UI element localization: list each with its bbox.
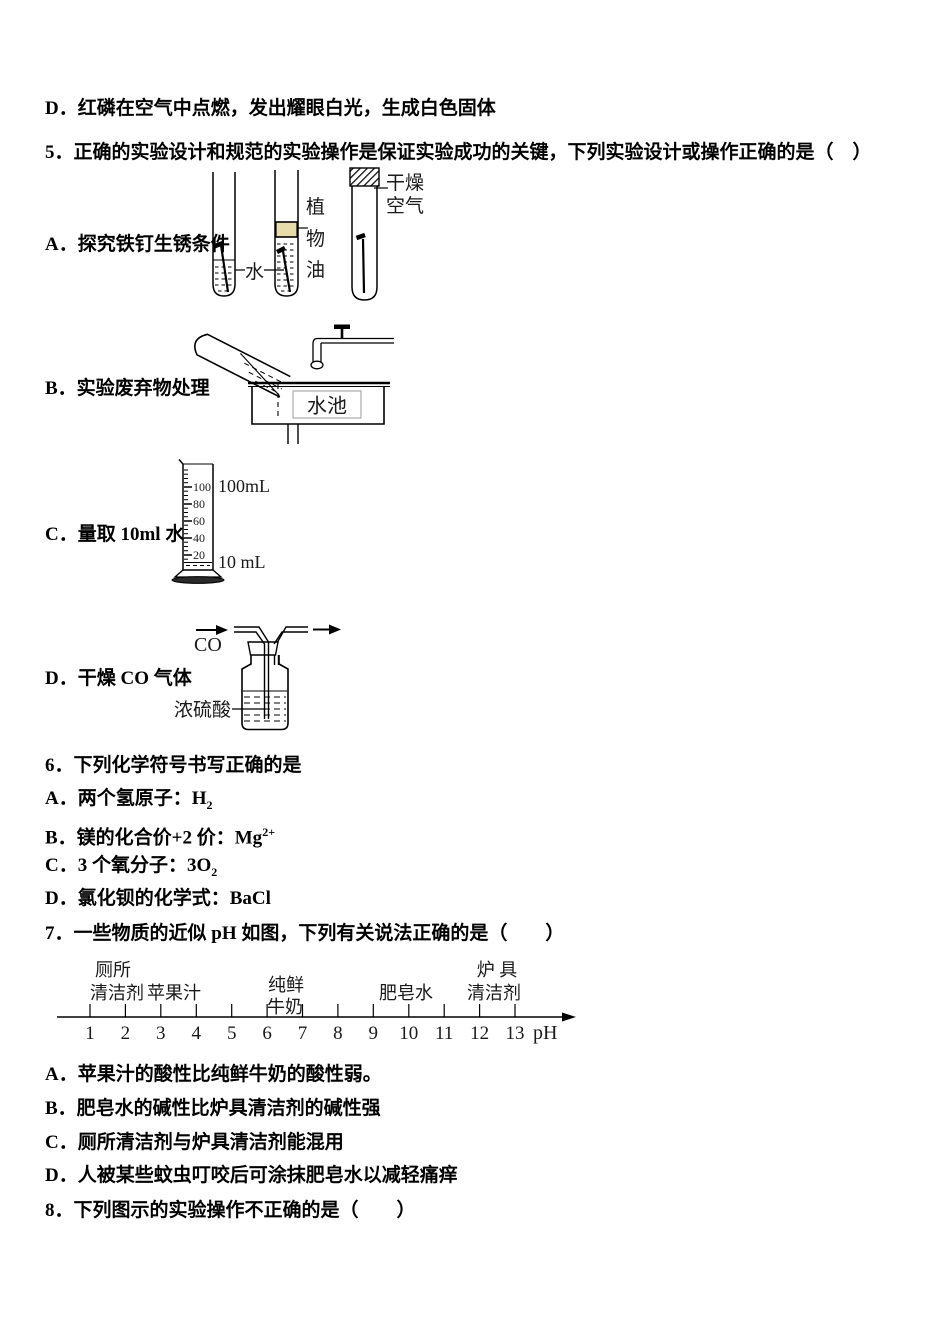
svg-text:10: 10 (399, 1023, 418, 1044)
q5-option-b-label: B．实验废弃物处理 (45, 378, 210, 399)
q8-stem: 8．下列图示的实验操作不正确的是（ ） (45, 1200, 416, 1221)
svg-text:8: 8 (333, 1023, 343, 1044)
dry-air-label-2: 空气 (386, 195, 424, 217)
volume-label: 10 mL (218, 552, 266, 572)
nail-icon (361, 238, 366, 294)
q6-option-c: C．3 个氧分子：3O2 (45, 853, 217, 885)
q7-option-c: C．厕所清洁剂与炉具清洁剂能混用 (45, 1132, 344, 1153)
q6-a-subscript: 2 (206, 797, 213, 812)
svg-text:2: 2 (121, 1023, 130, 1044)
rubber-stopper-icon (349, 167, 380, 187)
nail-head-icon (355, 232, 366, 241)
svg-text:11: 11 (435, 1023, 453, 1044)
q6-option-a: A．两个氢原子：H2 (45, 786, 213, 818)
q5-option-d-label: D．干燥 CO 气体 (45, 668, 192, 689)
pouring-test-tube-icon (194, 333, 291, 398)
svg-text:12: 12 (470, 1023, 489, 1044)
q7-option-d: D．人被某些蚊虫叮咬后可涂抹肥皂水以减轻痛痒 (45, 1165, 458, 1186)
q7-stem: 7．一些物质的近似 pH 如图，下列有关说法正确的是（ ） (45, 923, 565, 944)
svg-text:4: 4 (192, 1023, 202, 1044)
axis-arrow-icon (562, 1012, 576, 1022)
capacity-label: 100mL (218, 476, 270, 496)
q6-a-formula: H (191, 788, 207, 809)
test-tube-oil (274, 170, 299, 297)
tick-80: 80 (193, 497, 205, 511)
q6-option-d: D．氯化钡的化学式：BaCl (45, 886, 271, 912)
stove-cleaner-label-line2: 清洁剂 (467, 983, 521, 1003)
graduated-cylinder-diagram: 100 80 60 40 20 100mL 10 mL (171, 459, 270, 584)
tick-60: 60 (193, 514, 205, 528)
oil-label-2: 物 (306, 228, 325, 250)
test-tube-dry-air (349, 167, 380, 301)
faucet-icon (310, 324, 394, 370)
q7-option-a: A．苹果汁的酸性比纯鲜牛奶的酸性弱。 (45, 1064, 382, 1085)
nail-icon (219, 244, 230, 293)
oil-label-1: 植 (306, 196, 325, 218)
wash-bottle (241, 641, 289, 731)
toilet-cleaner-label-line1: 厕所 (95, 960, 131, 980)
nail-head-icon (275, 245, 287, 255)
svg-text:9: 9 (369, 1023, 379, 1044)
svg-text:5: 5 (227, 1023, 237, 1044)
bottle-stopper-icon (247, 641, 279, 656)
q6-c-text: C．3 个氧分子： (45, 855, 187, 876)
dry-air-label-1: 干燥 (386, 172, 424, 194)
minor-ticks (184, 469, 188, 560)
milk-label-line2: 牛奶 (267, 997, 303, 1017)
ph-substance-labels: 厕所 清洁剂 苹果汁 纯鲜 牛奶 肥皂水 炉 具 清洁剂 (90, 960, 521, 1017)
soapy-water-label: 肥皂水 (379, 983, 433, 1003)
tick-40: 40 (193, 531, 205, 545)
gas-out-arrow-icon (313, 624, 341, 635)
nail-icon (281, 250, 292, 293)
q6-d-text: D．氯化钡的化学式： (45, 888, 230, 909)
q6-c-formula: 3O (186, 855, 212, 876)
water-level (184, 562, 212, 566)
water-label: 水 (245, 261, 264, 283)
ph-tick-numbers: 1 2 3 4 5 6 7 8 9 10 11 12 13 pH (85, 1022, 557, 1044)
ph-scale-diagram: 1 2 3 4 5 6 7 8 9 10 11 12 13 pH 厕所 清洁剂 … (57, 960, 576, 1044)
q5-option-a-label: A．探究铁钉生锈条件 (45, 234, 230, 255)
nail-head-icon (213, 240, 224, 249)
q7-option-b: B．肥皂水的碱性比炉具清洁剂的碱性强 (45, 1098, 381, 1119)
acid-label: 浓硫酸 (174, 699, 231, 721)
q6-option-b: B．镁的化合价+2 价：Mg2+ (45, 819, 275, 851)
inlet-tube (234, 626, 270, 719)
test-tube-water (212, 172, 236, 297)
q4-option-d: D．红磷在空气中点燃，发出耀眼白光，生成白色固体 (45, 98, 496, 119)
cylinder-body (171, 459, 225, 584)
oil-label-3: 油 (306, 259, 325, 281)
apple-juice-label: 苹果汁 (147, 983, 201, 1003)
faucet-handle-icon (334, 324, 350, 329)
rust-experiment-diagram: 水 植 物 油 (212, 167, 424, 301)
stove-cleaner-label-line1: 炉 具 (477, 960, 518, 980)
q5-option-c-label: C．量取 10ml 水 (45, 524, 185, 545)
svg-text:7: 7 (298, 1023, 308, 1044)
major-ticks (184, 486, 192, 556)
q6-b-superscript: 2+ (262, 825, 276, 839)
sink-label-box (292, 390, 362, 419)
q6-a-text: A．两个氢原子： (45, 788, 192, 809)
gas-label: CO (194, 634, 222, 656)
q6-d-formula: BaCl (229, 888, 271, 909)
gas-in-arrow-icon (196, 625, 228, 635)
tick-100: 100 (193, 480, 211, 494)
tick-20: 20 (193, 548, 205, 562)
ph-tick-marks (89, 1004, 516, 1017)
q6-c-subscript: 2 (211, 864, 218, 879)
q6-b-text: B．镁的化合价+2 价： (45, 827, 235, 849)
q5-stem: 5．正确的实验设计和规范的实验操作是保证实验成功的关键，下列实验设计或操作正确的… (45, 142, 872, 163)
svg-text:6: 6 (262, 1023, 272, 1044)
q6-b-formula: Mg (234, 827, 263, 849)
ph-axis-label: pH (533, 1022, 557, 1044)
milk-label-line1: 纯鲜 (268, 975, 304, 995)
svg-text:13: 13 (506, 1023, 525, 1044)
q6-stem: 6．下列化学符号书写正确的是 (45, 755, 302, 776)
svg-text:1: 1 (85, 1023, 95, 1044)
sink-label: 水池 (307, 395, 347, 418)
waste-disposal-diagram: 水池 (194, 324, 394, 444)
svg-text:3: 3 (156, 1023, 166, 1044)
sink-icon (248, 381, 390, 444)
gas-drying-diagram: CO (174, 624, 341, 731)
toilet-cleaner-label-line2: 清洁剂 (90, 983, 144, 1003)
